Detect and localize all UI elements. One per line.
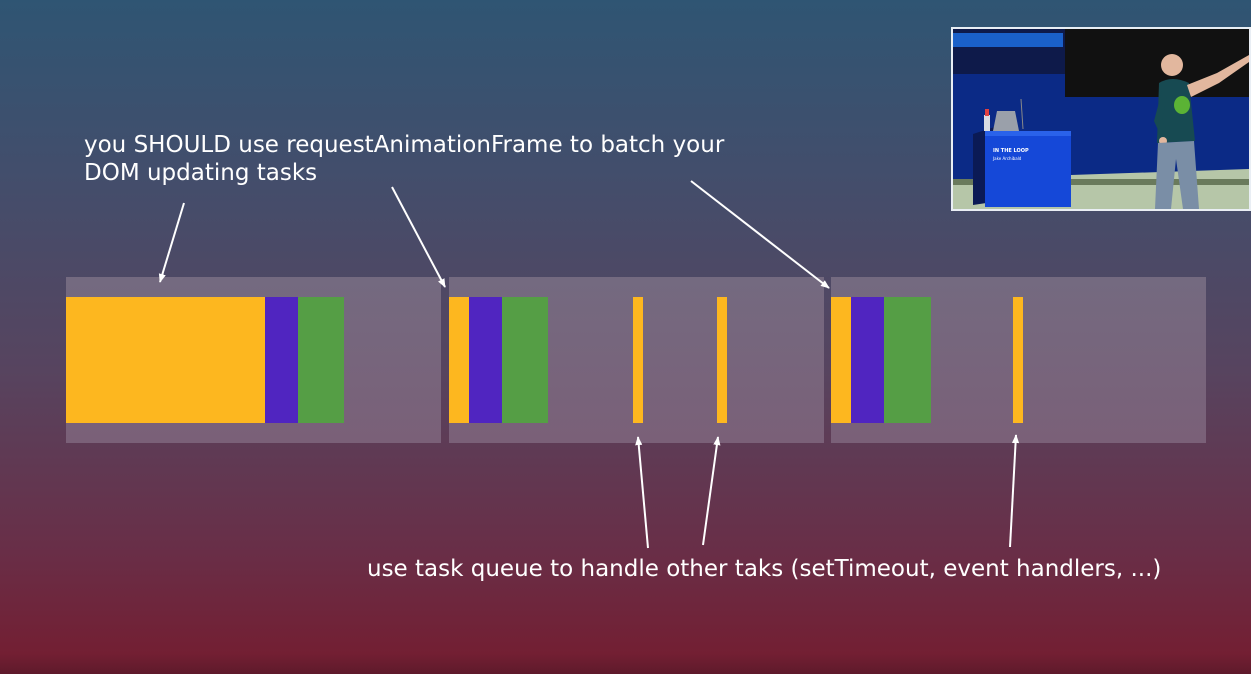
arrow-to-frame-2-task-2 [702, 436, 721, 546]
podium-label-line-2: Jake Archibald [992, 156, 1022, 161]
frame-3-raf-block [831, 297, 851, 423]
arrow-to-long-task [158, 202, 185, 283]
caption-raf-line-1: you SHOULD use requestAnimationFrame to … [84, 132, 725, 158]
frame-3 [831, 277, 1206, 443]
frame-2-paint-block [502, 297, 548, 423]
frame-2-raf-block [449, 297, 469, 423]
arrow-to-frame-3-raf [690, 180, 830, 289]
frame-2-task-block-2 [717, 297, 727, 423]
frame-3-style-block [851, 297, 884, 423]
podium [985, 131, 1071, 207]
laptop-icon [993, 111, 1019, 131]
caption-raf-line-2: DOM updating tasks [84, 160, 318, 186]
speaker-figure [1154, 54, 1249, 209]
frame-1-paint-block [298, 297, 344, 423]
podium-label-line-1: IN THE LOOP [993, 148, 1029, 154]
frame-3-paint-block [884, 297, 931, 423]
arrow-to-frame-2-raf [391, 186, 446, 288]
frame-1-style-block [265, 297, 298, 423]
frame-2-task-block-1 [633, 297, 643, 423]
caption-task-queue: use task queue to handle other taks (set… [367, 556, 1162, 582]
caption-raf: you SHOULD use requestAnimationFrame to … [84, 131, 724, 187]
speaker-video: IN THE LOOP Jake Archibald [951, 27, 1251, 211]
arrow-to-frame-2-task-1 [635, 436, 649, 549]
frame-1-long-task [66, 297, 265, 423]
frame-1 [66, 277, 441, 443]
frame-2-style-block [469, 297, 502, 423]
projection-screen [1065, 29, 1249, 97]
arrow-to-frame-3-task [1009, 434, 1020, 548]
frame-3-task-block [1013, 297, 1023, 423]
frame-2 [449, 277, 824, 443]
speaker-video-frame: IN THE LOOP Jake Archibald [953, 29, 1249, 209]
